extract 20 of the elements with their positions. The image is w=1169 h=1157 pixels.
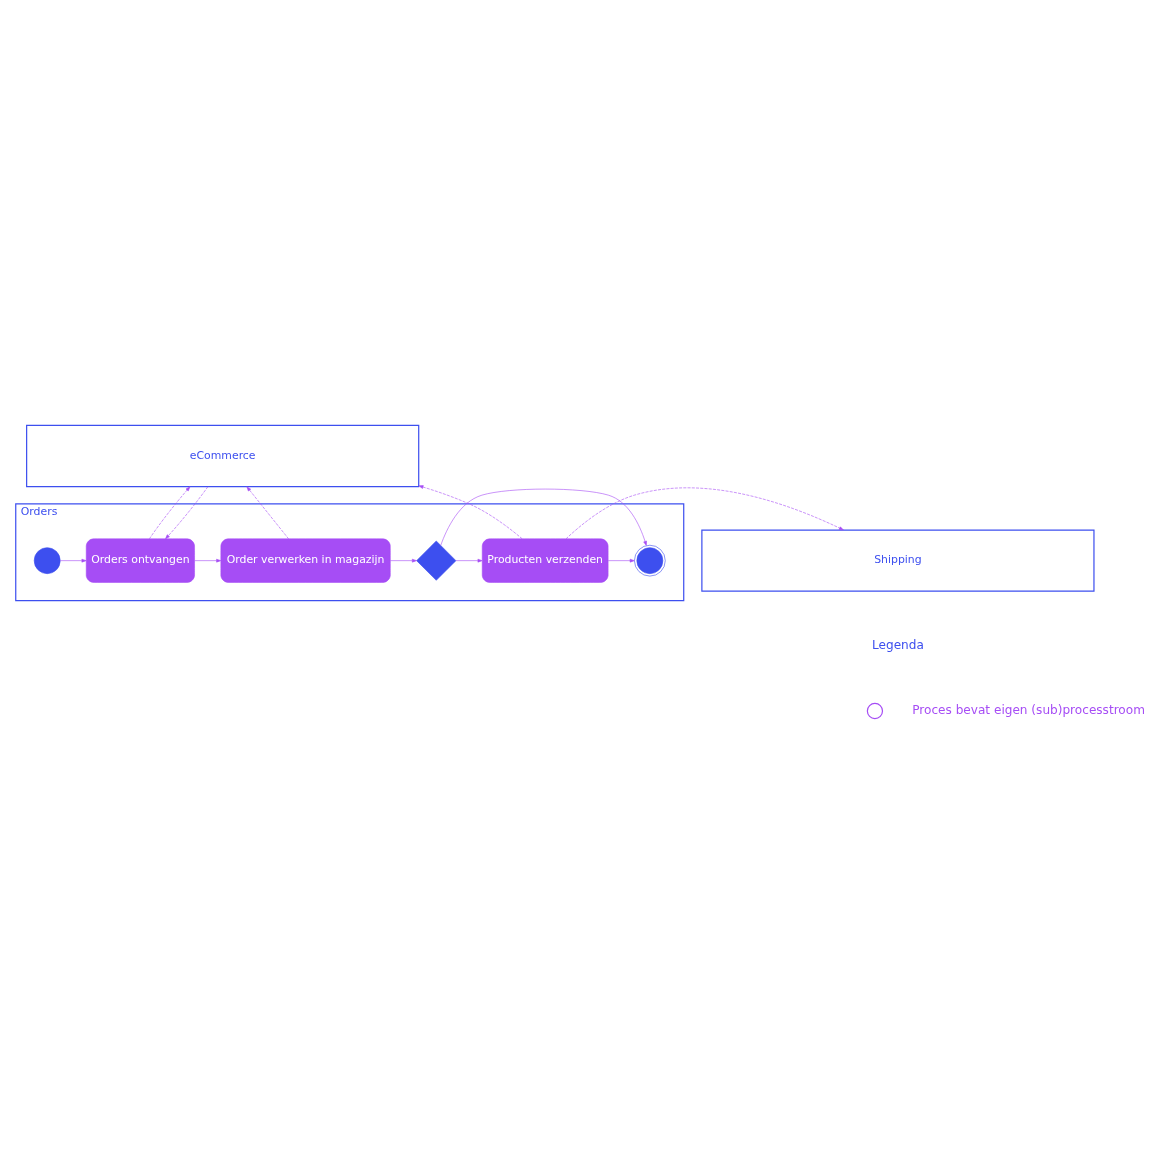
arrow — [165, 486, 209, 540]
node-diamond — [416, 540, 457, 581]
arrow — [246, 486, 289, 540]
node-box: eCommerce — [26, 424, 420, 488]
arrow — [60, 558, 87, 563]
arrow — [418, 485, 523, 540]
node-box: Producten verzenden — [481, 538, 609, 583]
arrow — [149, 486, 191, 540]
node-box: Order verwerken in magazijn — [220, 538, 391, 583]
arrow — [390, 558, 417, 563]
node-box: Shipping — [701, 529, 1095, 592]
arrow — [565, 487, 844, 540]
arrow — [440, 488, 647, 546]
legend-label: Proces bevat eigen (sub)processtroom — [912, 703, 1145, 718]
arrow — [455, 558, 483, 563]
arrow — [607, 558, 635, 563]
label: Legenda — [872, 637, 924, 652]
node-circle — [33, 547, 61, 574]
arrow — [194, 558, 222, 563]
node-box: Orders ontvangen — [85, 538, 195, 583]
